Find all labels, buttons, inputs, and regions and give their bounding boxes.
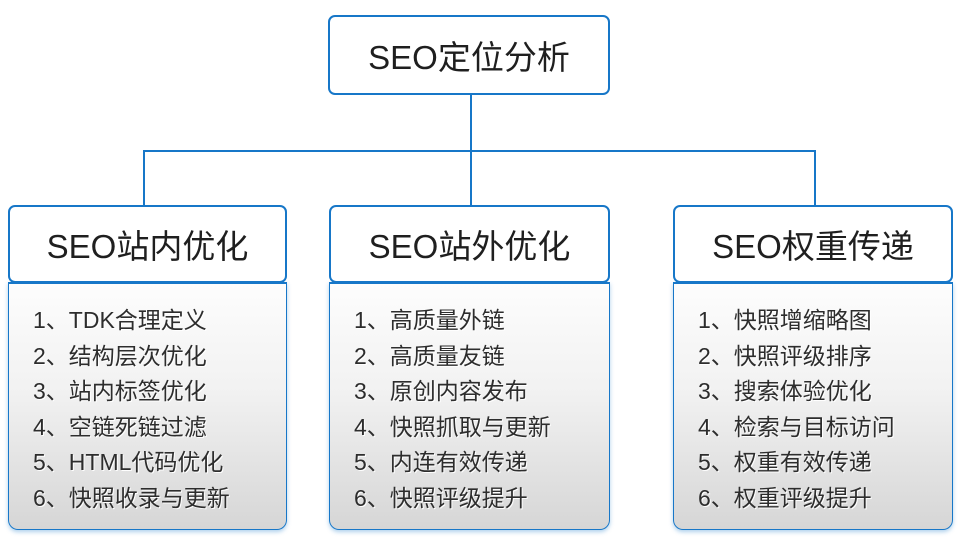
branch-header-offsite: SEO站外优化 (329, 205, 610, 283)
connector-root-stub (470, 95, 472, 152)
list-item: 2、快照评级排序 (698, 342, 872, 369)
list-item: 3、原创内容发布 (354, 378, 528, 404)
branch-header-onsite: SEO站内优化 (8, 205, 287, 283)
branch-title: SEO站内优化 (46, 228, 249, 265)
list-item: 6、权重评级提升 (698, 484, 872, 511)
list-item: 5、内连有效传递 (354, 449, 528, 475)
list-item: 6、快照评级提升 (354, 484, 528, 511)
connector-horizontal (143, 150, 816, 152)
root-node: SEO定位分析 (328, 15, 610, 95)
list-item: 4、快照抓取与更新 (354, 413, 551, 440)
list-item: 4、检索与目标访问 (698, 413, 895, 440)
list-item: 3、站内标签优化 (33, 378, 207, 404)
connector-drop-right (814, 150, 816, 207)
list-item: 6、快照收录与更新 (33, 484, 230, 511)
list-item: 4、空链死链过滤 (33, 413, 207, 440)
branch-body-offsite: 1、高质量外链 2、高质量友链 3、原创内容发布 4、快照抓取与更新 5、内连有… (329, 282, 610, 530)
root-node-label: SEO定位分析 (368, 39, 570, 76)
list-item: 1、TDK合理定义 (33, 307, 207, 333)
branch-body-weight: 1、快照增缩略图 2、快照评级排序 3、搜索体验优化 4、检索与目标访问 5、权… (673, 282, 953, 530)
list-item: 2、高质量友链 (354, 342, 505, 369)
branch-header-weight: SEO权重传递 (673, 205, 953, 283)
branch-title: SEO权重传递 (712, 228, 914, 265)
connector-drop-middle (470, 150, 472, 207)
list-item: 5、权重有效传递 (698, 449, 872, 475)
list-item: 1、高质量外链 (354, 307, 505, 333)
branch-body-onsite: 1、TDK合理定义 2、结构层次优化 3、站内标签优化 4、空链死链过滤 5、H… (8, 282, 287, 530)
list-item: 2、结构层次优化 (33, 342, 207, 369)
list-item: 5、HTML代码优化 (33, 449, 224, 475)
list-item: 1、快照增缩略图 (698, 307, 872, 333)
branch-title: SEO站外优化 (368, 228, 571, 265)
connector-drop-left (143, 150, 145, 207)
list-item: 3、搜索体验优化 (698, 378, 872, 404)
